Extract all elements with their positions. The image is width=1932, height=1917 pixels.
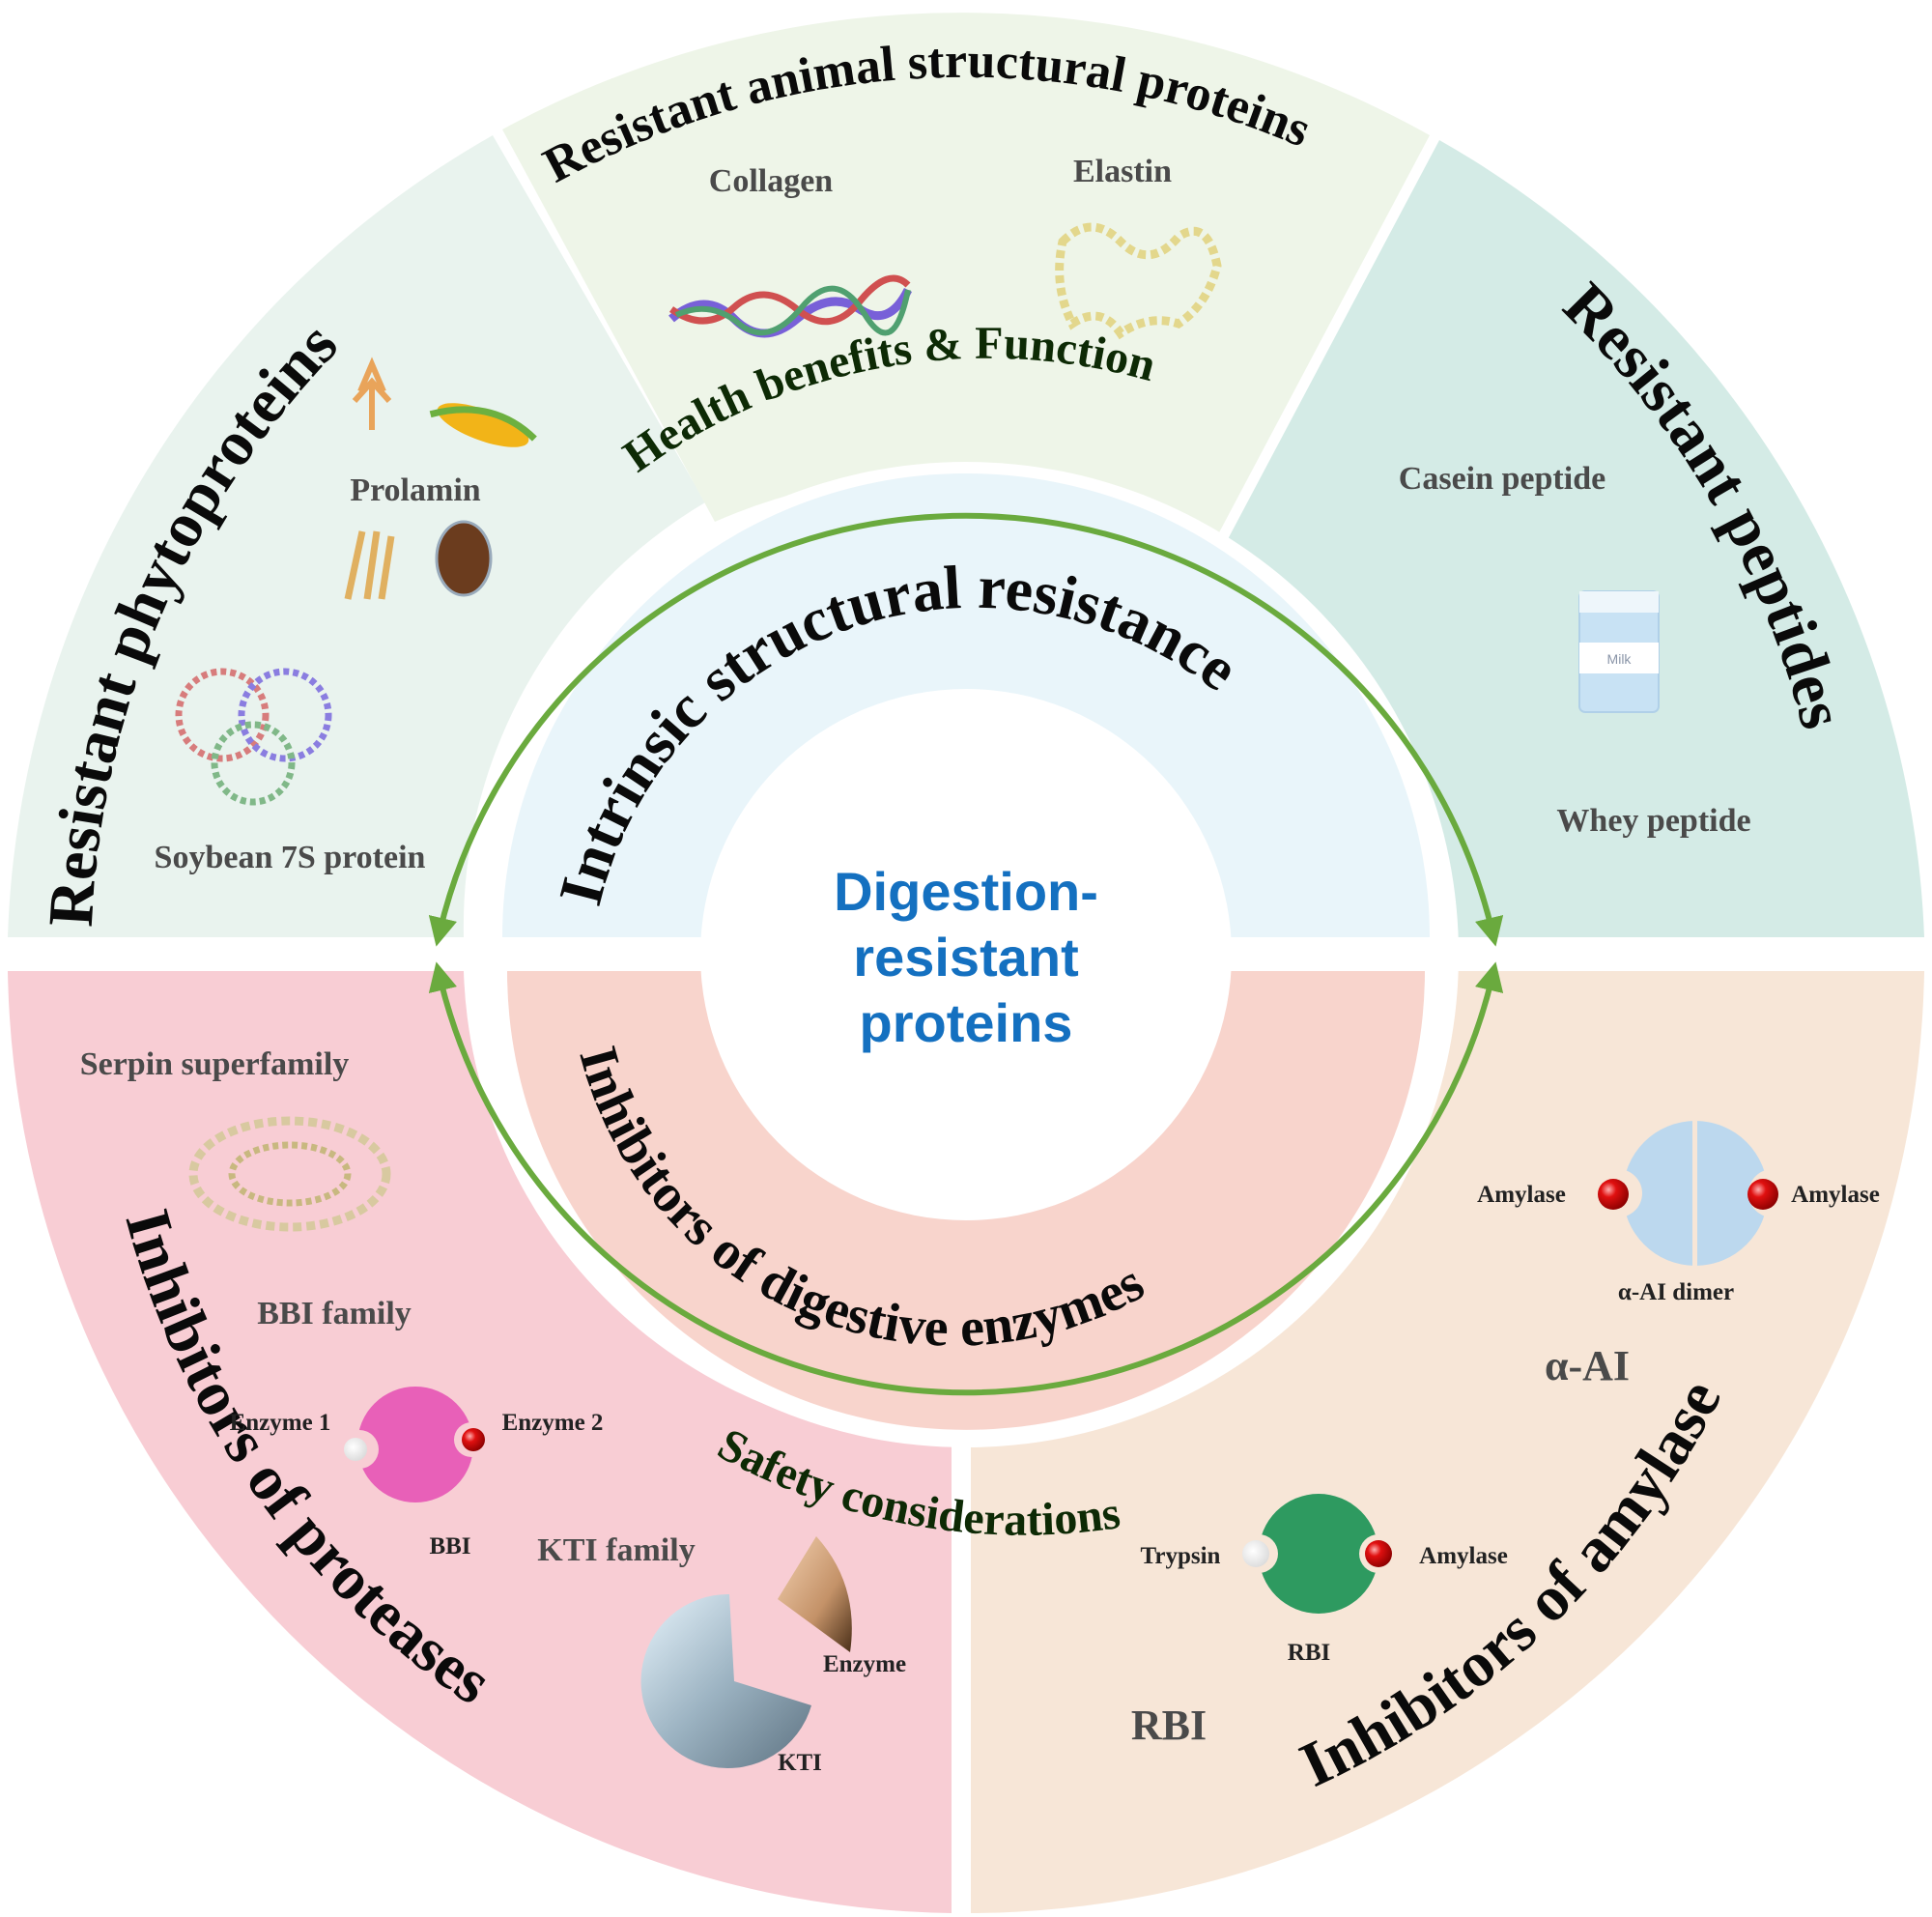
proteases-content: Serpin superfamily BBI family Enzyme 1 E…	[80, 1046, 906, 1776]
arrow-health-curve	[428, 512, 1504, 947]
enzyme-2-ball-icon	[462, 1428, 485, 1451]
label-dimer-amylase-right: Amylase	[1791, 1182, 1880, 1208]
soybean-7s-structure-icon	[175, 668, 332, 806]
label-soybean-7s: Soybean 7S protein	[155, 840, 426, 875]
label-trypsin: Trypsin	[1141, 1543, 1221, 1569]
amylase-ball-right-icon	[1747, 1179, 1778, 1210]
arrow-safety-curve	[428, 961, 1504, 1396]
label-dimer-amylase-left: Amylase	[1477, 1182, 1566, 1208]
seed-icon	[435, 520, 493, 597]
sector-animal-structural	[502, 13, 1430, 537]
label-casein-peptide: Casein peptide	[1399, 461, 1605, 497]
wheat-icon	[352, 357, 392, 430]
label-kti: KTI	[778, 1750, 822, 1776]
label-elastin: Elastin	[1073, 154, 1172, 189]
label-alpha-ai: α-AI	[1545, 1342, 1630, 1389]
kti-diagram: Enzyme KTI	[640, 1536, 906, 1776]
label-bbi: BBI	[429, 1533, 470, 1559]
enzyme-wedge-icon	[778, 1536, 852, 1652]
label-bbi-family: BBI family	[257, 1296, 412, 1331]
center-line-2: resistant	[853, 927, 1078, 987]
trypsin-ball-icon	[1242, 1540, 1269, 1567]
corn-icon	[429, 403, 537, 447]
label-alpha-ai-dimer: α-AI dimer	[1618, 1279, 1734, 1305]
sector-phytoproteins	[8, 135, 705, 937]
alpha-ai-dimer-diagram: Amylase Amylase α-AI dimer	[1477, 1119, 1880, 1305]
enzyme-1-ball-icon	[344, 1438, 367, 1461]
collagen-helix-icon	[668, 274, 913, 338]
barley-icon	[344, 530, 395, 600]
rbi-body-icon	[1259, 1494, 1378, 1614]
center-line-1: Digestion-	[834, 861, 1098, 922]
label-rbi-amylase: Amylase	[1419, 1543, 1508, 1569]
amylase-content: Amylase Amylase α-AI dimer α-AI Trypsin …	[1131, 1119, 1880, 1749]
label-enzyme-1: Enzyme 1	[230, 1410, 331, 1436]
serpin-structure-icon	[188, 1116, 391, 1232]
center-line-3: proteins	[860, 992, 1073, 1053]
rbi-diagram: Trypsin Amylase RBI	[1141, 1494, 1508, 1666]
label-collagen: Collagen	[709, 163, 834, 199]
arrow-top	[428, 512, 1504, 947]
label-kti-family: KTI family	[537, 1532, 695, 1568]
label-rbi-small: RBI	[1288, 1640, 1330, 1666]
center-circle	[700, 689, 1232, 1220]
label-prolamin: Prolamin	[350, 472, 480, 508]
elastin-structure-icon	[1055, 222, 1222, 340]
bbi-body-icon	[357, 1387, 473, 1502]
bbi-diagram: Enzyme 1 Enzyme 2 BBI	[230, 1387, 604, 1559]
arrow-bottom	[428, 961, 1504, 1396]
label-whey-peptide: Whey peptide	[1556, 803, 1750, 839]
animal-content: Collagen Elastin	[668, 154, 1222, 340]
label-enzyme-2: Enzyme 2	[502, 1410, 604, 1436]
milk-carton-icon: Milk	[1578, 590, 1660, 713]
center-title: Digestion- resistant proteins	[834, 861, 1098, 1053]
phyto-content: Prolamin Soybean 7S protein	[155, 357, 537, 875]
label-rbi: RBI	[1131, 1702, 1207, 1749]
peptides-content: Casein peptide Milk Whey peptide	[1399, 461, 1751, 839]
kti-body-icon	[640, 1593, 811, 1768]
milk-carton-label: Milk	[1607, 651, 1633, 667]
rbi-amylase-ball-icon	[1365, 1540, 1392, 1567]
label-kti-enzyme: Enzyme	[823, 1651, 906, 1677]
amylase-ball-left-icon	[1598, 1179, 1629, 1210]
label-serpin: Serpin superfamily	[80, 1046, 350, 1082]
